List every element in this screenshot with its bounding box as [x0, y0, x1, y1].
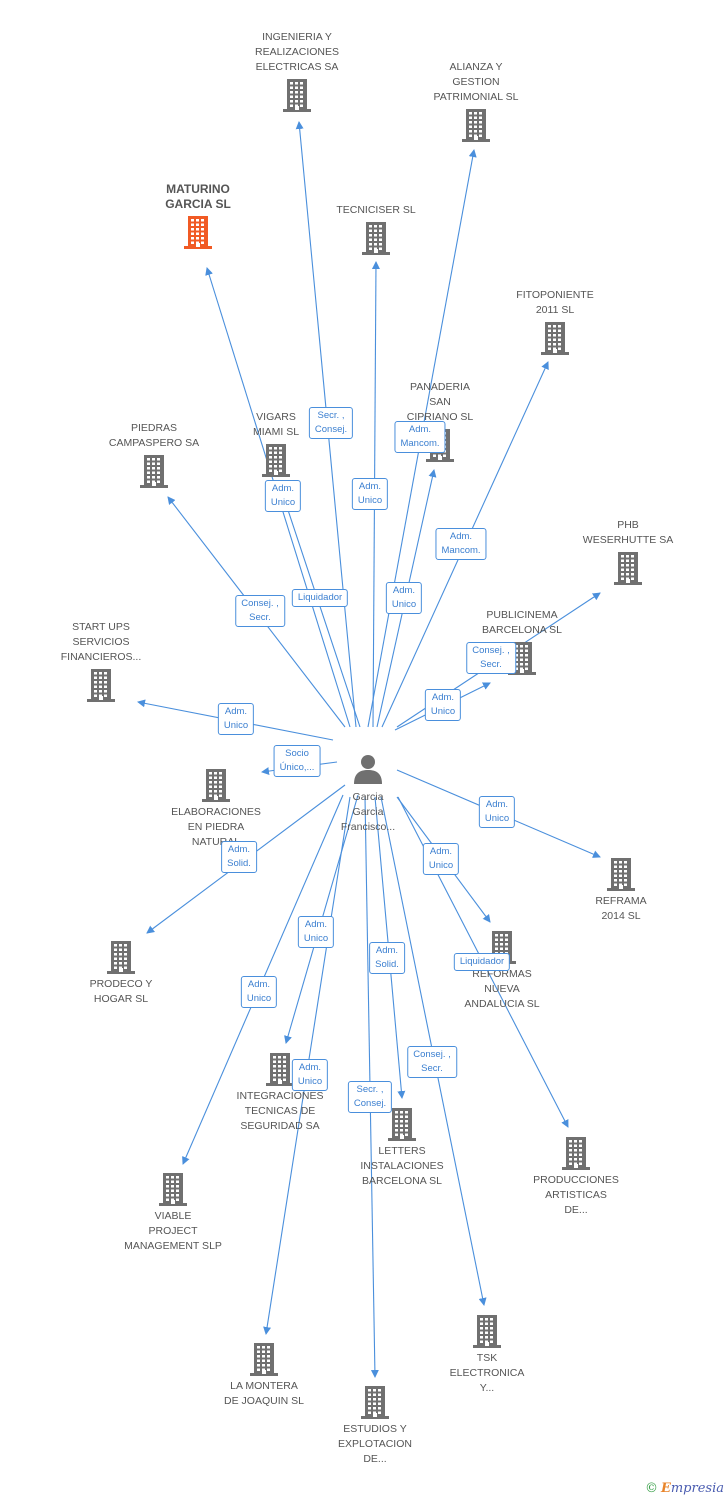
- edge-label-ingenieria[interactable]: Secr. , Consej.: [308, 407, 354, 439]
- building-icon: [607, 858, 635, 891]
- edge-vigars: [281, 494, 361, 728]
- company-node-publicinema[interactable]: PUBLICINEMA BARCELONA SL: [460, 608, 584, 675]
- edge-label-prodeco[interactable]: Adm. Solid.: [221, 841, 257, 873]
- edge-label-alianza[interactable]: Adm. Mancom.: [394, 421, 446, 453]
- building-icon: [140, 455, 168, 488]
- person-node[interactable]: Garcia Garcia Francisco...: [329, 738, 407, 850]
- brand-logo-initial: E: [660, 1481, 671, 1496]
- edge-label-producciones[interactable]: Liquidador: [453, 953, 511, 971]
- edge-label-publicinema[interactable]: Adm. Unico: [424, 689, 462, 721]
- company-label: LETTERS INSTALACIONES BARCELONA SL: [360, 1145, 444, 1187]
- edge-label-tecniciser[interactable]: Adm. Unico: [351, 478, 389, 510]
- company-node-phb[interactable]: PHB WESERHUTTE SA: [566, 518, 690, 585]
- company-label: ELABORACIONES EN PIEDRA NATURAL: [171, 806, 261, 848]
- company-label: INTEGRACIONES TECNICAS DE SEGURIDAD SA: [236, 1090, 324, 1132]
- building-icon: [184, 216, 212, 249]
- company-node-ingenieria[interactable]: INGENIERIA Y REALIZACIONES ELECTRICAS SA: [235, 30, 359, 112]
- building-icon: [473, 1315, 501, 1348]
- building-icon: [361, 1386, 389, 1419]
- building-icon: [250, 1343, 278, 1376]
- company-label: REFORMAS NUEVA ANDALUCIA SL: [464, 968, 540, 1010]
- company-node-tecniciser[interactable]: TECNICISER SL: [314, 203, 438, 255]
- company-node-reformas[interactable]: REFORMAS NUEVA ANDALUCIA SL: [440, 930, 564, 1012]
- edge-label-reformas[interactable]: Adm. Unico: [422, 843, 460, 875]
- company-node-letters[interactable]: LETTERS INSTALACIONES BARCELONA SL: [340, 1107, 464, 1189]
- company-label: PIEDRAS CAMPASPERO SA: [108, 422, 200, 449]
- person-icon: [354, 755, 382, 784]
- building-icon: [562, 1137, 590, 1170]
- building-icon: [107, 941, 135, 974]
- edge-label-maturino[interactable]: Consej. , Secr.: [235, 595, 285, 627]
- edge-label-startups[interactable]: Adm. Unico: [217, 703, 255, 735]
- company-label: TECNICISER SL: [336, 204, 416, 216]
- company-label: ALIANZA Y GESTION PATRIMONIAL SL: [433, 61, 519, 103]
- company-label: PUBLICINEMA BARCELONA SL: [482, 609, 562, 636]
- company-label: PRODECO Y HOGAR SL: [89, 978, 153, 1005]
- company-node-prodeco[interactable]: PRODECO Y HOGAR SL: [59, 940, 183, 1007]
- edge-label-reframa[interactable]: Adm. Unico: [478, 796, 516, 828]
- person-name: Garcia Garcia Francisco...: [340, 791, 396, 833]
- company-label: TSK ELECTRONICA Y...: [449, 1352, 525, 1394]
- company-node-montera[interactable]: LA MONTERA DE JOAQUIN SL: [202, 1342, 326, 1409]
- edge-label-estudios[interactable]: Secr. , Consej.: [347, 1081, 393, 1113]
- company-node-estudios[interactable]: ESTUDIOS Y EXPLOTACION DE...: [313, 1385, 437, 1467]
- company-node-alianza[interactable]: ALIANZA Y GESTION PATRIMONIAL SL: [414, 60, 538, 142]
- edge-label-tsk[interactable]: Consej. , Secr.: [407, 1046, 457, 1078]
- company-label: START UPS SERVICIOS FINANCIEROS...: [60, 621, 142, 663]
- company-label: FITOPONIENTE 2011 SL: [516, 289, 594, 316]
- building-icon: [388, 1108, 416, 1141]
- copyright-icon: ©: [644, 1481, 658, 1496]
- edge-label-integraciones[interactable]: Adm. Unico: [297, 916, 335, 948]
- company-node-reframa[interactable]: REFRAMA 2014 SL: [559, 857, 683, 924]
- edge-label-panaderia[interactable]: Adm. Unico: [385, 582, 423, 614]
- building-icon: [283, 79, 311, 112]
- company-label: LA MONTERA DE JOAQUIN SL: [224, 1380, 304, 1407]
- company-node-integraciones[interactable]: INTEGRACIONES TECNICAS DE SEGURIDAD SA: [218, 1052, 342, 1134]
- edge-label-piedras[interactable]: Liquidador: [291, 589, 349, 607]
- building-icon: [508, 642, 536, 675]
- brand-logo-text: mpresia: [670, 1481, 724, 1496]
- company-label: INGENIERIA Y REALIZACIONES ELECTRICAS SA: [254, 31, 340, 73]
- company-label: MATURINO GARCIA SL: [165, 182, 231, 211]
- building-icon: [87, 669, 115, 702]
- edge-label-phb[interactable]: Consej. , Secr.: [466, 642, 516, 674]
- company-label: PANADERIA SAN CIPRIANO SL: [406, 381, 474, 423]
- building-icon: [462, 109, 490, 142]
- building-icon: [159, 1173, 187, 1206]
- edge-label-montera[interactable]: Adm. Unico: [291, 1059, 329, 1091]
- edge-label-vigars[interactable]: Adm. Unico: [264, 480, 302, 512]
- company-node-elaboraciones[interactable]: ELABORACIONES EN PIEDRA NATURAL: [154, 768, 278, 850]
- building-icon: [262, 444, 290, 477]
- company-node-piedras[interactable]: PIEDRAS CAMPASPERO SA: [92, 421, 216, 488]
- company-node-producciones[interactable]: PRODUCCIONES ARTISTICAS DE...: [514, 1136, 638, 1218]
- brand-footer: ©Empresia: [645, 1481, 724, 1496]
- edge-label-elaboraciones[interactable]: Socio Único,...: [273, 745, 321, 777]
- company-label: PHB WESERHUTTE SA: [582, 519, 674, 546]
- company-node-startups[interactable]: START UPS SERVICIOS FINANCIEROS...: [39, 620, 163, 702]
- company-label: PRODUCCIONES ARTISTICAS DE...: [533, 1174, 619, 1216]
- company-node-maturino[interactable]: MATURINO GARCIA SL: [136, 182, 260, 249]
- building-icon: [266, 1053, 294, 1086]
- company-label: REFRAMA 2014 SL: [595, 895, 647, 922]
- company-node-fitoponiente[interactable]: FITOPONIENTE 2011 SL: [493, 288, 617, 355]
- edge-label-letters[interactable]: Adm. Solid.: [369, 942, 405, 974]
- building-icon: [202, 769, 230, 802]
- edge-label-viable[interactable]: Adm. Unico: [240, 976, 278, 1008]
- company-label: VIABLE PROJECT MANAGEMENT SLP: [124, 1210, 222, 1252]
- company-node-tsk[interactable]: TSK ELECTRONICA Y...: [425, 1314, 549, 1396]
- building-icon: [614, 552, 642, 585]
- company-label: ESTUDIOS Y EXPLOTACION DE...: [338, 1423, 412, 1465]
- company-node-vigars[interactable]: VIGARS MIAMI SL: [214, 410, 338, 477]
- company-node-viable[interactable]: VIABLE PROJECT MANAGEMENT SLP: [111, 1172, 235, 1254]
- building-icon: [541, 322, 569, 355]
- company-label: VIGARS MIAMI SL: [252, 411, 300, 438]
- edge-label-fitoponiente[interactable]: Adm. Mancom.: [435, 528, 487, 560]
- building-icon: [362, 222, 390, 255]
